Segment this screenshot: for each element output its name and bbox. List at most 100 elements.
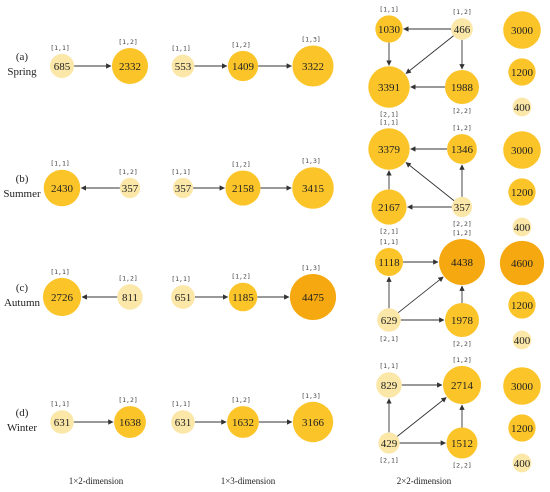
- legend-circle: [503, 11, 541, 49]
- graph-node: [119, 177, 141, 199]
- node-index: [1,2]: [231, 273, 251, 281]
- node-index: [1,2]: [118, 274, 138, 282]
- row-labels: (a)Spring(b)Summer(c)Autumn(d)Winter: [3, 51, 41, 434]
- node-index: [1,1]: [379, 5, 399, 13]
- graph-node: [442, 365, 482, 405]
- legend-circle: [512, 453, 532, 473]
- node-value: 3322: [302, 61, 324, 73]
- node-index: [1,1]: [379, 238, 399, 246]
- graph-node: [375, 15, 403, 43]
- graph-node: [227, 50, 259, 82]
- node-value: 685: [54, 61, 71, 73]
- graph-node: [171, 285, 195, 309]
- node-index: [1,3]: [301, 35, 321, 43]
- graph-node: [451, 196, 473, 218]
- graph-node: [439, 239, 485, 285]
- nodes: 685[1,1]2332[1,2]553[1,1]1409[1,2]3322[1…: [42, 5, 485, 469]
- node-value: 1030: [378, 24, 401, 36]
- node-index: [1,2]: [231, 396, 251, 404]
- node-index: [2,1]: [379, 457, 399, 465]
- graph-node: [50, 410, 74, 434]
- graph-node: [227, 406, 259, 438]
- legend-value: 1200: [511, 423, 534, 435]
- node-value: 3391: [378, 82, 400, 94]
- row-letter: (a): [16, 51, 29, 63]
- graph-edge: [397, 397, 447, 437]
- node-value: 3166: [302, 417, 325, 429]
- legend-circle: [512, 97, 532, 117]
- node-value: 2158: [232, 183, 255, 195]
- node-index: [1,1]: [171, 400, 191, 408]
- node-value: 651: [175, 292, 192, 304]
- graph-node: [171, 54, 195, 78]
- node-index: [1,2]: [452, 356, 472, 364]
- node-value: 1988: [451, 82, 474, 94]
- graph-node: [117, 284, 143, 310]
- graph-node: [446, 427, 478, 459]
- node-value: 829: [381, 380, 398, 392]
- graph-node: [444, 69, 480, 105]
- node-index: [1,1]: [171, 45, 191, 53]
- node-value: 1638: [119, 417, 142, 429]
- node-value: 357: [175, 183, 192, 195]
- graph-node: [376, 372, 402, 398]
- node-value: 3415: [302, 183, 325, 195]
- row-season: Winter: [7, 422, 37, 434]
- node-value: 3379: [378, 144, 401, 156]
- node-value: 4438: [451, 257, 474, 269]
- node-index: [1,1]: [50, 400, 70, 408]
- graph-node: [111, 47, 149, 85]
- node-value: 357: [454, 202, 471, 214]
- row-season: Autumn: [4, 297, 41, 309]
- node-index: [1,3]: [301, 264, 321, 272]
- node-value: 4475: [302, 292, 325, 304]
- node-value: 553: [175, 61, 192, 73]
- legend-value: 3000: [511, 25, 534, 37]
- row-letter: (c): [16, 282, 29, 294]
- legend-circle: [512, 217, 532, 237]
- node-index: [2,2]: [452, 107, 472, 115]
- node-value: 357: [122, 183, 139, 195]
- node-value: 811: [122, 292, 138, 304]
- legend-circle: [512, 330, 532, 350]
- node-index: [1,2]: [452, 124, 472, 132]
- legend-value: 1200: [511, 67, 534, 79]
- node-value: 1978: [451, 315, 474, 327]
- legend-circle: [503, 367, 541, 405]
- row-season: Summer: [3, 188, 41, 200]
- node-index: [1,2]: [231, 160, 251, 168]
- legend-value: 400: [514, 222, 531, 234]
- dimension-label: 2×2-dimension: [397, 476, 452, 486]
- node-index: [1,1]: [379, 362, 399, 370]
- node-index: [1,2]: [231, 41, 251, 49]
- node-index: [2,2]: [452, 340, 472, 348]
- node-index: [1,1]: [50, 44, 70, 52]
- graph-node: [374, 247, 404, 277]
- legend-value: 400: [514, 458, 531, 470]
- graph-node: [172, 177, 194, 199]
- graph-node: [292, 167, 334, 209]
- node-index: [1,1]: [50, 268, 70, 276]
- legend-value: 3000: [511, 145, 534, 157]
- node-index: [2,2]: [452, 461, 472, 469]
- node-value: 2714: [451, 380, 474, 392]
- node-value: 631: [175, 417, 192, 429]
- graph-node: [447, 134, 477, 164]
- node-value: 1118: [378, 257, 400, 269]
- node-value: 1185: [232, 292, 254, 304]
- node-value: 629: [381, 315, 398, 327]
- node-value: 1346: [451, 144, 474, 156]
- node-index: [1,2]: [118, 38, 138, 46]
- size-legends: 3000120040030001200400460012004003000120…: [499, 11, 545, 473]
- node-index: [2,2]: [452, 220, 472, 228]
- edges: [73, 26, 465, 446]
- graph-node: [368, 128, 410, 170]
- row-letter: (b): [16, 173, 29, 185]
- node-index: [1,3]: [301, 157, 321, 165]
- graph-node: [368, 66, 410, 108]
- graph-node: [49, 53, 75, 79]
- graph-node: [292, 401, 334, 443]
- graph-node: [377, 308, 401, 332]
